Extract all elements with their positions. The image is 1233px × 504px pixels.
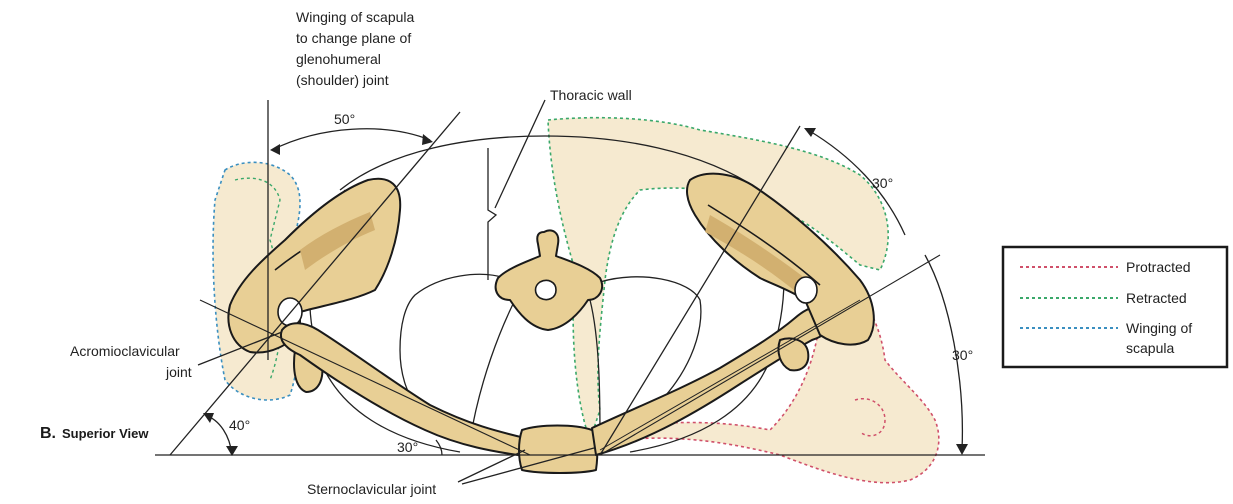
arc-right-upper-arrow	[804, 128, 816, 137]
panel-title: Superior View	[62, 426, 149, 441]
angle-30-lower-label: 30°	[952, 347, 973, 363]
right-glenoid	[795, 277, 817, 303]
ghost-scapula-right-protracted	[610, 270, 939, 483]
panel-letter: B.	[40, 425, 56, 442]
arc-50-arrow-right	[422, 134, 433, 145]
legend-label-retracted: Retracted	[1126, 290, 1187, 306]
midline	[488, 148, 496, 280]
right-coracoid	[778, 339, 808, 371]
arc-50-arrow-left	[270, 144, 280, 155]
legend-label-winging-line1: Winging of	[1126, 320, 1192, 336]
acromioclavicular-label-line1: Acromioclavicular	[70, 343, 180, 359]
sternoclavicular-label: Sternoclavicular joint	[307, 481, 436, 497]
legend-box	[1003, 247, 1227, 367]
angle-30-small-label: 30°	[397, 439, 418, 455]
thoracic-wall-label: Thoracic wall	[550, 87, 632, 103]
arc-right-lower-arrow	[956, 444, 968, 455]
legend-label-winging-line2: scapula	[1126, 340, 1174, 356]
angle-50-label: 50°	[334, 111, 355, 127]
acromioclavicular-label-line2: joint	[165, 364, 192, 380]
winging-label-line2: to change plane of	[296, 30, 411, 46]
vertebral-foramen	[536, 280, 557, 299]
thoracic-wall-leader	[495, 100, 545, 208]
legend: Protracted Retracted Winging of scapula	[1003, 247, 1227, 367]
arc-50	[272, 129, 430, 150]
legend-label-protracted: Protracted	[1126, 259, 1191, 275]
winging-label-line1: Winging of scapula	[296, 9, 415, 25]
angle-30-upper-label: 30°	[872, 175, 893, 191]
winging-label-line4: (shoulder) joint	[296, 72, 389, 88]
winging-label-line3: glenohumeral	[296, 51, 381, 67]
angle-40-label: 40°	[229, 417, 250, 433]
